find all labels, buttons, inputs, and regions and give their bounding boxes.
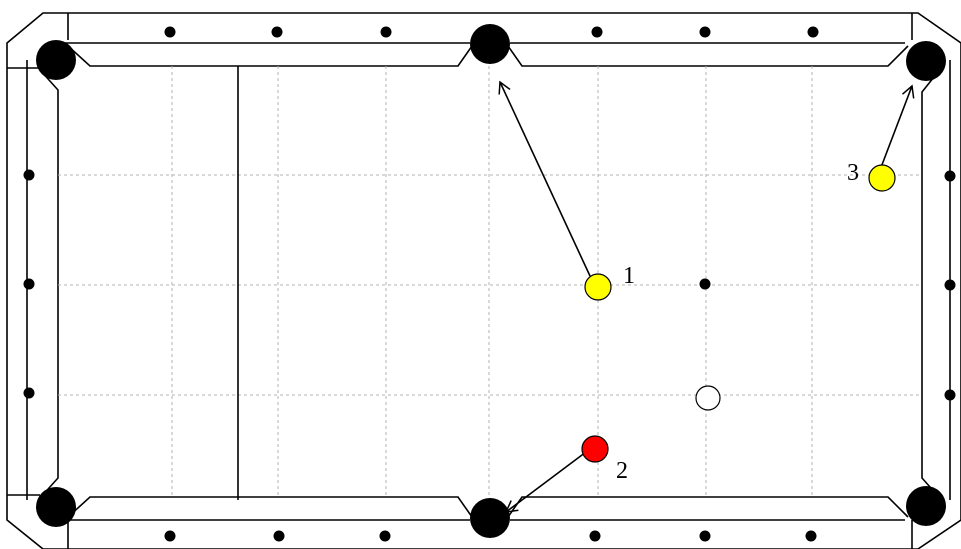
balls bbox=[581, 164, 896, 463]
diamond bbox=[589, 530, 601, 542]
shot-line-ball-3 bbox=[879, 84, 915, 171]
diamond bbox=[805, 530, 817, 542]
diamond bbox=[271, 26, 283, 38]
diamond bbox=[379, 530, 391, 542]
diamond bbox=[944, 170, 956, 182]
table-outer-frame bbox=[6, 12, 961, 549]
ball-2 bbox=[581, 435, 609, 463]
shot-line-ball-1 bbox=[498, 80, 591, 277]
shot-line-ball-2 bbox=[504, 451, 587, 513]
foot-spot bbox=[699, 278, 711, 290]
ball-label-3: 3 bbox=[847, 160, 859, 186]
diamond bbox=[591, 26, 603, 38]
cushion-bottom-right bbox=[507, 496, 909, 518]
ball-label-2: 2 bbox=[616, 458, 628, 484]
diamond bbox=[944, 279, 956, 291]
diamond bbox=[380, 26, 392, 38]
cushion-top-left bbox=[67, 45, 473, 67]
pocket-top-left bbox=[36, 40, 76, 80]
shot-lines bbox=[498, 80, 915, 513]
cue-ball bbox=[695, 385, 721, 411]
cushion-bottom-left bbox=[67, 496, 473, 518]
pockets bbox=[36, 24, 946, 538]
pocket-top-side bbox=[470, 24, 510, 64]
ball-3 bbox=[868, 164, 896, 192]
cushion-right bbox=[921, 71, 939, 497]
diamond bbox=[23, 169, 35, 181]
pocket-bottom-right bbox=[906, 486, 946, 526]
ball-1 bbox=[584, 273, 612, 301]
diamond bbox=[699, 530, 711, 542]
rail-lines bbox=[7, 13, 951, 549]
rail-diamonds bbox=[23, 26, 956, 542]
pocket-top-right bbox=[906, 41, 946, 81]
diamond bbox=[944, 389, 956, 401]
diamond bbox=[807, 26, 819, 38]
diamond bbox=[699, 26, 711, 38]
pocket-bottom-left bbox=[36, 487, 76, 527]
pocket-bottom-side bbox=[470, 498, 510, 538]
ball-label-1: 1 bbox=[623, 263, 635, 289]
diamond bbox=[164, 26, 176, 38]
cushion-left bbox=[39, 69, 59, 499]
diamond bbox=[23, 387, 35, 399]
diamond bbox=[23, 278, 35, 290]
cushion-top-right bbox=[507, 45, 909, 67]
diamond bbox=[273, 530, 285, 542]
table-grid bbox=[58, 66, 922, 497]
diamond bbox=[164, 530, 176, 542]
